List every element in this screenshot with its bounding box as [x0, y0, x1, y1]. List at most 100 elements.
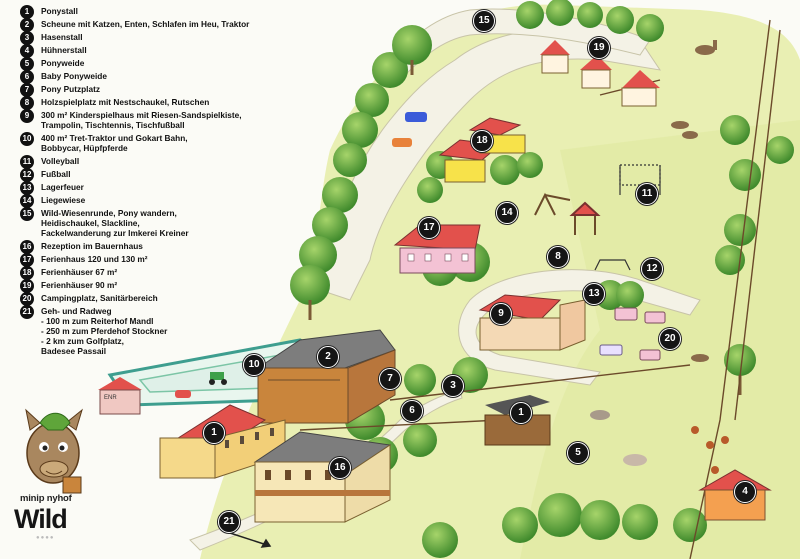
- map-marker-1[interactable]: 1: [510, 402, 532, 424]
- legend-text: Rezeption im Bauernhaus: [41, 241, 143, 251]
- map-marker-1[interactable]: 1: [203, 422, 225, 444]
- legend-item: 10 400 m² Tret-Traktor und Gokart Bahn, B…: [20, 132, 320, 153]
- legend-text: Fußball: [41, 169, 71, 179]
- map-marker-18[interactable]: 18: [471, 130, 493, 152]
- legend-item: 15 Wild-Wiesenrunde, Pony wandern, Heidis…: [20, 207, 320, 238]
- legend-item: 18 Ferienhäuser 67 m²: [20, 266, 320, 280]
- legend-item: 7 Pony Putzplatz: [20, 83, 320, 97]
- tractor-icon: [209, 372, 227, 385]
- sign-house: ENR: [98, 377, 142, 415]
- legend-text: Pony Putzplatz: [41, 84, 101, 94]
- legend-text: Baby Ponyweide: [41, 71, 107, 81]
- legend-text: 300 m² Kinderspielhaus mit Riesen-Sandsp…: [41, 110, 242, 130]
- reception-house: [253, 431, 392, 523]
- playhouse: [478, 294, 586, 351]
- map-marker-13[interactable]: 13: [583, 283, 605, 305]
- legend-text: Campingplatz, Sanitärbereich: [41, 293, 158, 303]
- legend-item: 19 Ferienhäuser 90 m²: [20, 279, 320, 293]
- legend-item: 8 Holzspielplatz mit Nestschaukel, Rutsch…: [20, 96, 320, 110]
- arrow-icon: [229, 532, 272, 548]
- tree-line-east: [715, 115, 794, 376]
- legend-number-badge: 8: [20, 96, 34, 110]
- legend-number-badge: 20: [20, 292, 34, 306]
- legend-text: Ponyweide: [41, 58, 85, 68]
- legend-text: Hühnerstall: [41, 45, 87, 55]
- legend-text: Ponystall: [41, 6, 78, 16]
- legend-number-badge: 19: [20, 279, 34, 293]
- map-marker-5[interactable]: 5: [567, 442, 589, 464]
- holiday-house-17: [393, 224, 481, 274]
- legend-number-badge: 4: [20, 44, 34, 58]
- logo-wordmark: Wild: [14, 504, 68, 534]
- legend-item: 20 Campingplatz, Sanitärbereich: [20, 292, 320, 306]
- logo-tagline: minip nyhof: [20, 493, 72, 504]
- fence-lines: [299, 19, 781, 559]
- legend-text: Wild-Wiesenrunde, Pony wandern, Heidisch…: [41, 208, 189, 238]
- legend-item: 11 Volleyball: [20, 155, 320, 169]
- tree-group-south: [422, 493, 707, 558]
- legend-text: Liegewiese: [41, 195, 86, 205]
- legend-text: Ferienhäuser 67 m²: [41, 267, 118, 277]
- map-marker-2[interactable]: 2: [317, 346, 339, 368]
- legend-number-badge: 14: [20, 194, 34, 208]
- legend-item: 4 Hühnerstall: [20, 44, 320, 58]
- map-marker-19[interactable]: 19: [588, 37, 610, 59]
- map-marker-7[interactable]: 7: [379, 368, 401, 390]
- map-marker-10[interactable]: 10: [243, 354, 265, 376]
- legend-number-badge: 18: [20, 266, 34, 280]
- legend-text: Holzspielplatz mit Nestschaukel, Rutsche…: [41, 97, 210, 107]
- legend-item: 12 Fußball: [20, 168, 320, 182]
- legend-number-badge: 9: [20, 109, 34, 123]
- map-marker-6[interactable]: 6: [401, 400, 423, 422]
- horse-icon: [590, 40, 717, 466]
- legend-number-badge: 1: [20, 5, 34, 19]
- map-marker-20[interactable]: 20: [659, 328, 681, 350]
- map-marker-14[interactable]: 14: [496, 202, 518, 224]
- map-marker-17[interactable]: 17: [418, 217, 440, 239]
- legend-text: 400 m² Tret-Traktor und Gokart Bahn, Bob…: [41, 133, 188, 153]
- legend-text: Volleyball: [41, 156, 80, 166]
- tree-line-west: [290, 25, 432, 305]
- legend-number-badge: 11: [20, 155, 34, 169]
- map-marker-16[interactable]: 16: [329, 457, 351, 479]
- legend-text: Hasenstall: [41, 32, 83, 42]
- map-marker-4[interactable]: 4: [734, 481, 756, 503]
- tree-line-north: [516, 0, 664, 42]
- legend-item: 9 300 m² Kinderspielhaus mit Riesen-Sands…: [20, 109, 320, 130]
- map-marker-9[interactable]: 9: [490, 303, 512, 325]
- map-marker-11[interactable]: 11: [636, 183, 658, 205]
- legend-number-badge: 10: [20, 132, 34, 146]
- legend-number-badge: 21: [20, 305, 34, 319]
- legend-text: Ferienhaus 120 und 130 m²: [41, 254, 148, 264]
- legend-item: 14 Liegewiese: [20, 194, 320, 208]
- legend-item: 16 Rezeption im Bauernhaus: [20, 240, 320, 254]
- legend-text: Ferienhäuser 90 m²: [41, 280, 118, 290]
- map-marker-15[interactable]: 15: [473, 10, 495, 32]
- logo: minip nyhof Wild ●●●●: [8, 405, 108, 555]
- legend-item: 1 Ponystall: [20, 5, 320, 19]
- legend-number-badge: 12: [20, 168, 34, 182]
- legend-number-badge: 15: [20, 207, 34, 221]
- legend-text: Scheune mit Katzen, Enten, Schlafen im H…: [41, 19, 250, 29]
- legend-number-badge: 16: [20, 240, 34, 254]
- legend-number-badge: 7: [20, 83, 34, 97]
- soccer-goal: [594, 259, 631, 271]
- legend-item: 3 Hasenstall: [20, 31, 320, 45]
- legend-number-badge: 3: [20, 31, 34, 45]
- map-marker-3[interactable]: 3: [442, 375, 464, 397]
- chicken-icon: [691, 426, 729, 474]
- map-marker-8[interactable]: 8: [547, 246, 569, 268]
- pony-mascot-icon: [25, 408, 83, 494]
- sign-label: ENR: [104, 395, 117, 401]
- map-marker-12[interactable]: 12: [641, 258, 663, 280]
- legend-text: Geh- und Radweg - 100 m zum Reiterhof Ma…: [41, 306, 168, 356]
- holiday-houses-19: [540, 40, 660, 107]
- caravans: [599, 307, 666, 361]
- map-marker-21[interactable]: 21: [218, 511, 240, 533]
